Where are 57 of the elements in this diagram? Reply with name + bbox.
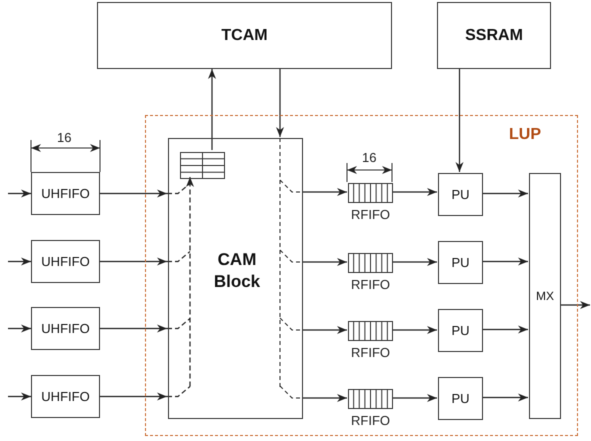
process-box [97, 2, 392, 69]
arrow [8, 258, 31, 266]
process-box [529, 173, 561, 419]
arrow [8, 190, 31, 198]
arrow [302, 394, 347, 402]
process-box [437, 2, 551, 69]
arrow [392, 326, 437, 334]
fifo-label: RFIFO [351, 277, 390, 292]
process-box [438, 241, 483, 284]
fifo-label: RFIFO [351, 413, 390, 428]
process-box [31, 375, 100, 418]
block-box [168, 138, 303, 419]
arrow [392, 188, 437, 196]
arrow [482, 326, 528, 334]
arrow [100, 258, 167, 266]
arrow [8, 324, 31, 332]
arrow [456, 69, 464, 172]
arrow [8, 392, 31, 400]
process-box [31, 172, 100, 215]
process-box [438, 309, 483, 352]
block-title: CAM Block [214, 250, 260, 292]
arrow [482, 394, 528, 402]
process-box [31, 240, 100, 283]
region-title: LUP [509, 126, 541, 143]
arrow [302, 258, 347, 266]
box-label: UHFIFO [41, 254, 90, 269]
dashed-region [145, 115, 578, 436]
dimension-label: 16 [362, 150, 376, 165]
arrow [482, 258, 528, 266]
arrow [482, 190, 528, 198]
arrow [276, 69, 284, 137]
process-box [438, 173, 483, 216]
dimension-label: 16 [57, 130, 72, 145]
box-label: SSRAM [465, 26, 523, 44]
arrow [166, 176, 194, 398]
arrow [392, 394, 437, 402]
arrow [100, 324, 167, 332]
box-label: PU [451, 187, 470, 202]
box-label: UHFIFO [41, 321, 90, 336]
box-label: MX [536, 289, 554, 303]
fifo-label: RFIFO [351, 207, 390, 222]
arrow [392, 258, 437, 266]
box-label: UHFIFO [41, 186, 90, 201]
process-box [438, 377, 483, 420]
process-box [31, 307, 100, 350]
box-label: PU [451, 255, 470, 270]
arrow [302, 188, 347, 196]
box-label: PU [451, 391, 470, 406]
arrow [208, 69, 216, 150]
fifo-label: RFIFO [351, 345, 390, 360]
arrow [560, 301, 590, 309]
box-label: UHFIFO [41, 389, 90, 404]
box-label: TCAM [221, 26, 268, 44]
box-label: PU [451, 323, 470, 338]
arrow [100, 190, 167, 198]
arrow [302, 326, 347, 334]
arrow [100, 392, 167, 400]
